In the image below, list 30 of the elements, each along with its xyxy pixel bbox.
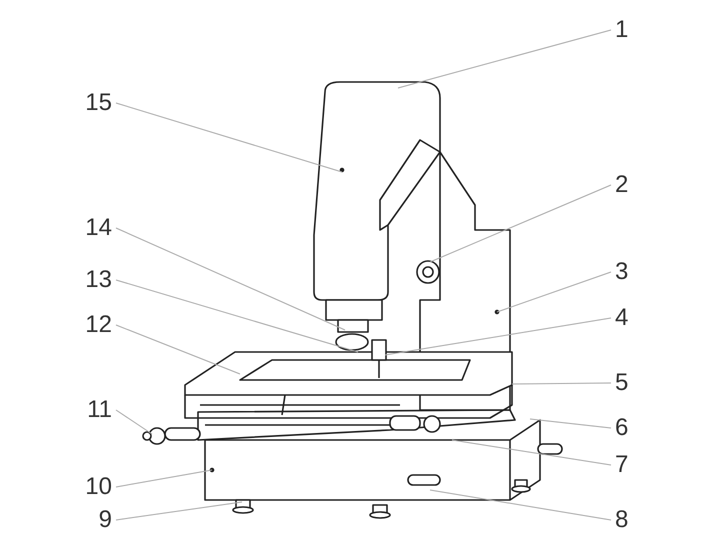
leader-line <box>384 318 612 356</box>
callout-number: 5 <box>615 371 645 395</box>
leader-line <box>116 502 242 520</box>
leader-line <box>430 184 612 262</box>
leader-line <box>452 440 612 466</box>
callout-number: 9 <box>82 508 112 532</box>
callout-number: 7 <box>615 453 645 477</box>
leader-line <box>116 280 358 352</box>
callout-number: 14 <box>82 216 112 240</box>
leader-line <box>116 324 240 374</box>
callout-number: 2 <box>615 173 645 197</box>
leader-line <box>430 490 612 520</box>
callout-number: 13 <box>82 268 112 292</box>
leader-line <box>116 470 212 488</box>
callout-number: 11 <box>82 398 112 422</box>
leader-line <box>512 382 612 384</box>
leader-line <box>116 410 152 434</box>
leader-line <box>398 30 612 88</box>
callout-number: 8 <box>615 508 645 532</box>
callout-number: 15 <box>82 91 112 115</box>
callout-number: 12 <box>82 313 112 337</box>
leader-line <box>116 228 346 330</box>
leader-line <box>116 102 342 172</box>
callout-number: 4 <box>615 306 645 330</box>
leader-line <box>530 418 612 428</box>
leader-line <box>496 272 612 312</box>
callout-number: 1 <box>615 18 645 42</box>
callout-number: 6 <box>615 416 645 440</box>
callout-number: 3 <box>615 260 645 284</box>
callout-number: 10 <box>82 475 112 499</box>
